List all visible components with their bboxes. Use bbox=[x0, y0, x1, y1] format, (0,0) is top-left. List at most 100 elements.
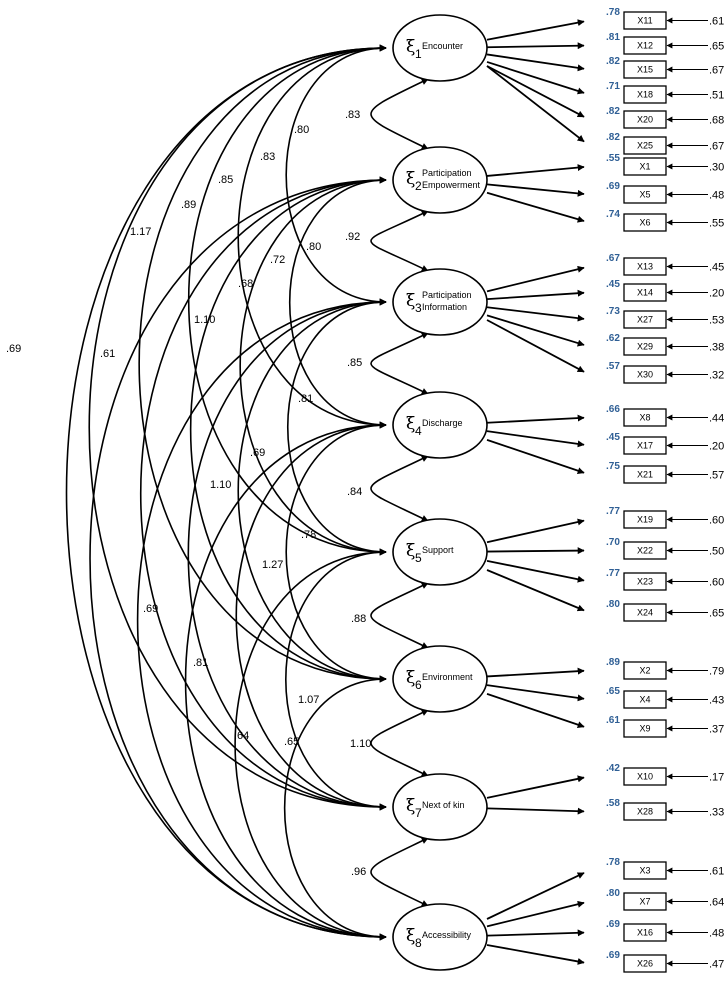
indicator-label: X26 bbox=[637, 959, 653, 969]
loading-value: .82 bbox=[606, 132, 620, 143]
loading-arrow bbox=[486, 547, 585, 555]
indicator-box bbox=[623, 283, 667, 302]
indicator-box bbox=[623, 408, 667, 427]
correlation-value: 1.10 bbox=[210, 479, 231, 491]
loading-arrow bbox=[486, 430, 585, 448]
error-value: .61 bbox=[709, 16, 724, 28]
indicator-box bbox=[623, 767, 667, 786]
loading-arrow bbox=[486, 53, 585, 72]
indicator-label: X29 bbox=[637, 342, 653, 352]
indicator-box bbox=[623, 365, 667, 384]
factor-name: Participation bbox=[422, 168, 472, 178]
error-value: .79 bbox=[709, 666, 724, 678]
indicator-box bbox=[623, 661, 667, 680]
indicator-box bbox=[623, 157, 667, 176]
loading-arrow bbox=[486, 775, 585, 799]
indicator-label: X2 bbox=[639, 666, 650, 676]
correlation-curve bbox=[237, 44, 387, 429]
error-value: .32 bbox=[709, 370, 724, 382]
error-value: .61 bbox=[709, 866, 724, 878]
correlation-curve bbox=[284, 675, 387, 941]
correlation-curve bbox=[370, 455, 429, 522]
factor-index: 1 bbox=[415, 47, 422, 61]
correlation-curve bbox=[285, 44, 387, 306]
correlation-value: .72 bbox=[270, 254, 285, 266]
loading-arrow bbox=[486, 929, 585, 937]
correlation-curve bbox=[234, 548, 387, 941]
loading-value: .80 bbox=[606, 599, 620, 610]
factor-symbol: ξ bbox=[406, 541, 415, 561]
factor-name: Empowerment bbox=[422, 180, 481, 190]
correlation-value: .80 bbox=[294, 124, 309, 136]
error-value: .65 bbox=[709, 608, 724, 620]
indicator-box bbox=[623, 510, 667, 529]
error-value: .44 bbox=[709, 413, 724, 425]
loading-value: .78 bbox=[606, 857, 620, 868]
correlation-value: .81 bbox=[193, 657, 208, 669]
correlation-curve bbox=[138, 44, 387, 683]
loading-arrow bbox=[486, 667, 585, 678]
indicator-boxes: .78X11.61.81X12.65.82X15.67.71X18.51.82X… bbox=[606, 7, 724, 973]
correlation-curve bbox=[289, 176, 387, 429]
factor-name: Encounter bbox=[422, 41, 463, 51]
loading-value: .74 bbox=[606, 209, 620, 220]
loading-arrow bbox=[486, 414, 585, 424]
factor-index: 2 bbox=[415, 179, 422, 193]
factor-index: 8 bbox=[415, 936, 422, 950]
loading-value: .78 bbox=[606, 7, 620, 18]
factor-name: Accessibility bbox=[422, 930, 472, 940]
loading-value: .45 bbox=[606, 279, 620, 290]
correlation-curve bbox=[239, 176, 387, 556]
loading-value: .57 bbox=[606, 361, 620, 372]
loading-value: .61 bbox=[606, 715, 620, 726]
correlation-value: .81 bbox=[298, 393, 313, 405]
factor-ellipse bbox=[392, 391, 488, 459]
loading-value: .65 bbox=[606, 686, 620, 697]
error-value: .48 bbox=[709, 928, 724, 940]
correlation-value: .96 bbox=[351, 866, 366, 878]
factor-ellipse bbox=[392, 268, 488, 336]
indicator-label: X11 bbox=[637, 16, 652, 26]
correlation-value: .69 bbox=[143, 603, 158, 615]
loading-value: .75 bbox=[606, 461, 620, 472]
indicator-box bbox=[623, 954, 667, 973]
indicator-box bbox=[623, 802, 667, 821]
loading-value: .42 bbox=[606, 763, 620, 774]
error-value: .60 bbox=[709, 515, 724, 527]
correlation-value: .83 bbox=[345, 109, 360, 121]
loading-value: .70 bbox=[606, 537, 620, 548]
factor-symbol: ξ bbox=[406, 668, 415, 688]
error-value: .65 bbox=[709, 41, 724, 53]
correlation-value: .69 bbox=[250, 447, 265, 459]
indicator-label: X23 bbox=[637, 577, 653, 587]
indicator-label: X17 bbox=[637, 441, 653, 451]
correlation-value: .78 bbox=[301, 529, 316, 541]
factor-ellipse bbox=[392, 645, 488, 713]
loading-arrow bbox=[486, 692, 585, 729]
indicator-box bbox=[623, 310, 667, 329]
indicator-box bbox=[623, 257, 667, 276]
loading-arrow bbox=[486, 42, 585, 50]
indicator-label: X28 bbox=[637, 807, 653, 817]
factor-ellipse bbox=[392, 773, 488, 841]
correlation-curve bbox=[370, 837, 429, 907]
error-value: .33 bbox=[709, 807, 724, 819]
error-value: .60 bbox=[709, 577, 724, 589]
error-value: .67 bbox=[709, 65, 724, 77]
loading-value: .45 bbox=[606, 432, 620, 443]
factor-symbol: ξ bbox=[406, 414, 415, 434]
factor-ellipse bbox=[392, 903, 488, 971]
